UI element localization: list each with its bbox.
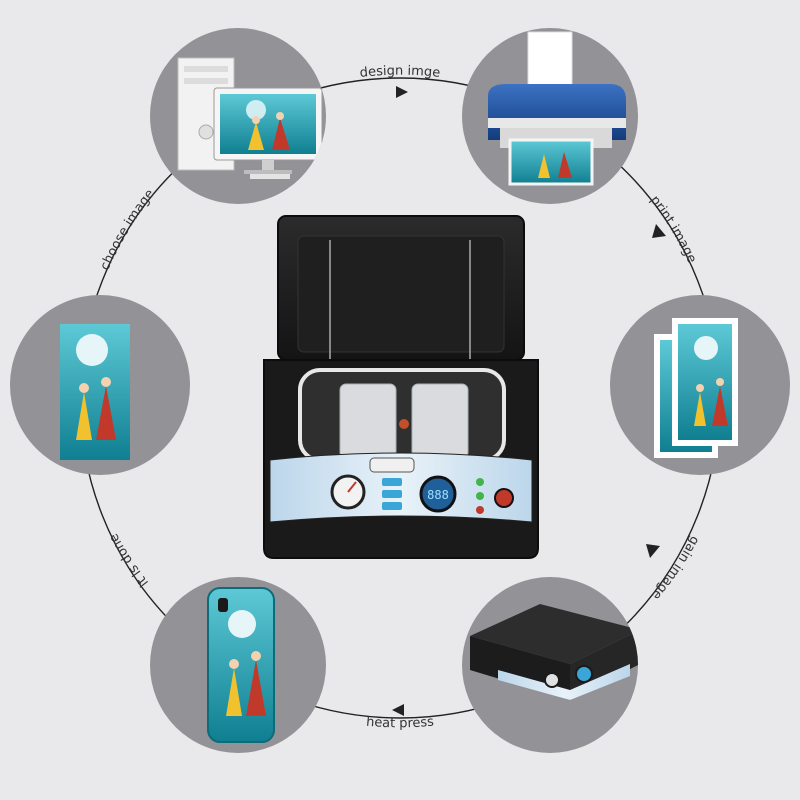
lid-inner-panel [297,235,505,353]
step-node-print [462,28,638,204]
arrow-head [392,704,404,716]
indicator-light [476,492,484,500]
sublimation-machine: 888 [263,215,539,559]
step-label-done: it is done [106,531,152,590]
step-node-gain [610,295,790,475]
phone-mold-right [411,383,469,459]
silicone-tray [298,368,506,462]
step-label-choose: choose image [98,187,158,273]
step-node-heat [462,577,638,753]
step-node-choose [10,295,190,475]
arrow-head [646,544,660,558]
vacuum-valve [399,419,409,429]
indicator-light [476,506,484,514]
arrow-head [652,224,666,238]
indicator-light [476,478,484,486]
step-label-gain: gain image [648,533,702,602]
phone-mold-left [339,383,397,459]
power-button[interactable] [494,488,514,508]
control-switch[interactable] [382,490,402,498]
display-readout: 888 [427,488,449,502]
arrow-head [396,86,408,98]
step-label-design: design imge [359,64,441,81]
digital-display [419,475,457,513]
control-panel [269,452,533,523]
step-node-design [150,28,326,204]
step-label-heat: heat press [366,715,435,732]
control-switch[interactable] [382,478,402,486]
step-node-done [150,577,326,753]
gauge-needle [347,481,357,493]
control-switch[interactable] [382,502,402,510]
handle-button[interactable] [369,457,415,473]
